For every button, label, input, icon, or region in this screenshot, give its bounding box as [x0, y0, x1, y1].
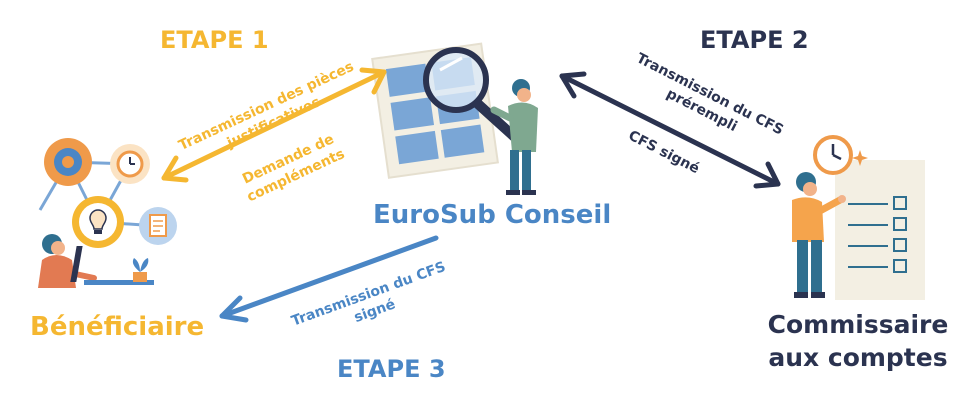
clock-icon	[813, 135, 868, 175]
checklist-icon	[835, 160, 925, 300]
beneficiary-label: Bénéficiaire	[30, 312, 204, 342]
step-2-double-arrow	[559, 71, 781, 189]
step-1-double-arrow	[161, 67, 387, 183]
step-1-back-label: Demande de compléments	[240, 131, 347, 205]
plant-icon	[132, 258, 149, 282]
laptop-icon	[70, 246, 154, 285]
auditor-label-line1: Commissaire	[768, 310, 949, 339]
auditor-illustration	[792, 135, 925, 300]
clock-icon	[110, 144, 150, 184]
step-3-heading: ETAPE 3	[337, 355, 446, 383]
step-3-label: Transmission du CFS signé	[289, 259, 447, 330]
step-2-heading: ETAPE 2	[700, 26, 809, 54]
step-1-heading: ETAPE 1	[160, 26, 269, 54]
document-icon	[139, 207, 177, 245]
beneficiary-person	[38, 234, 97, 288]
eurosub-person	[490, 79, 538, 195]
step-2-back-line: CFS signé	[626, 128, 702, 177]
step-3-arrow	[219, 235, 439, 323]
magnifier-icon	[423, 47, 525, 147]
gear-icon	[44, 138, 92, 186]
eurosub-label: EuroSub Conseil	[373, 200, 611, 230]
auditor-label-line2: aux comptes	[768, 343, 947, 372]
beneficiary-illustration	[38, 138, 177, 288]
lightbulb-icon	[72, 196, 124, 248]
eurosub-illustration	[371, 42, 538, 195]
auditor-person	[792, 172, 846, 298]
step-2-back-label: CFS signé	[626, 128, 702, 177]
